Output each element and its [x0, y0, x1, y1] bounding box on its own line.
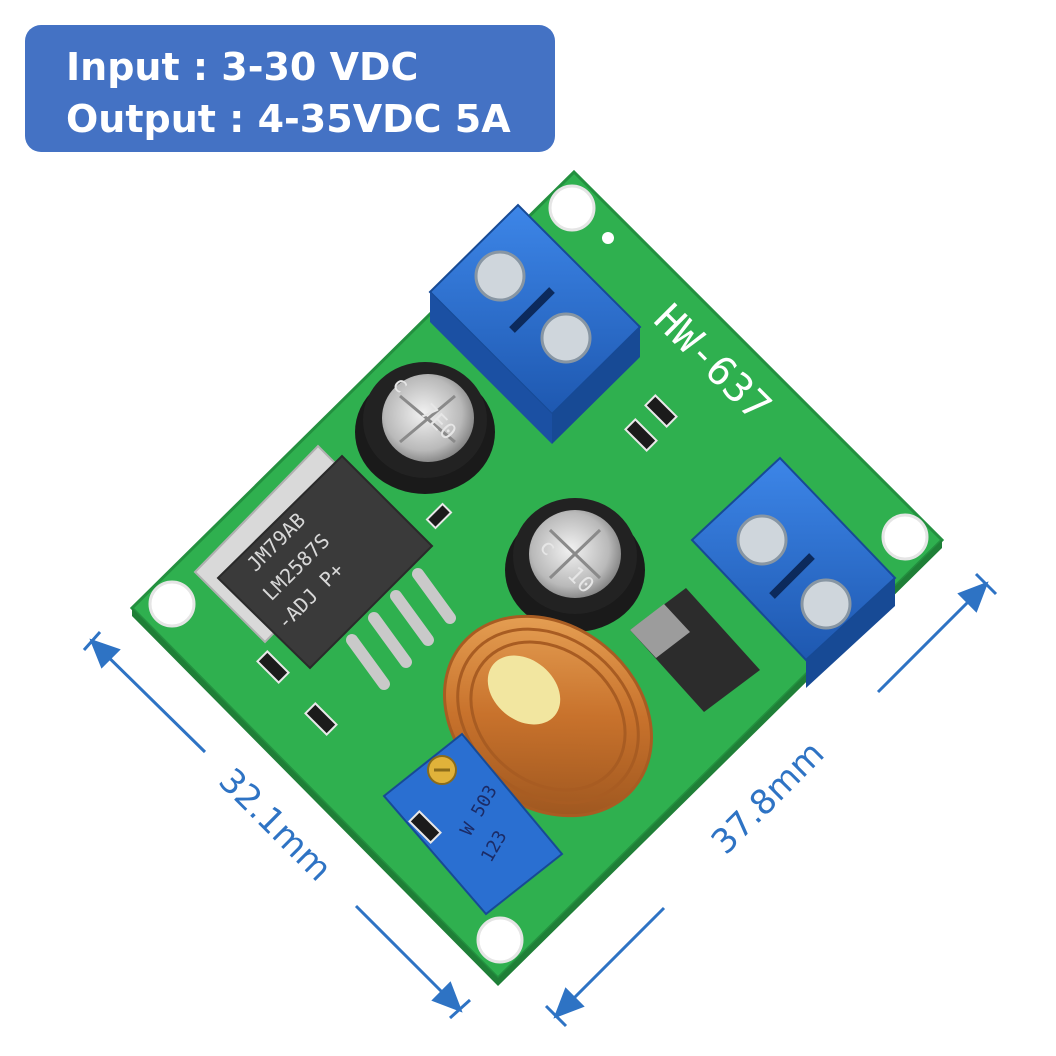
- screw-terminal-output: [690, 456, 897, 688]
- spec-input: Input : 3-30 VDC: [66, 45, 419, 89]
- via: [602, 232, 614, 244]
- specification-box: Input : 3-30 VDC Output : 4-35VDC 5A: [25, 25, 555, 152]
- spec-output: Output : 4-35VDC 5A: [66, 97, 511, 141]
- inductor-coil: [443, 614, 653, 818]
- mounting-hole: [881, 513, 929, 561]
- capacitor-input: [355, 362, 495, 494]
- schottky-diode: [630, 588, 760, 712]
- regulator-ic: [193, 444, 456, 690]
- screw-terminal-input: [428, 203, 642, 444]
- capacitor-output: [505, 498, 645, 632]
- smd-components: [256, 394, 678, 844]
- dimension-lines: [82, 572, 998, 1028]
- mounting-hole: [476, 916, 524, 964]
- mounting-hole: [548, 184, 596, 232]
- mounting-hole: [148, 580, 196, 628]
- trim-potentiometer: [382, 732, 564, 916]
